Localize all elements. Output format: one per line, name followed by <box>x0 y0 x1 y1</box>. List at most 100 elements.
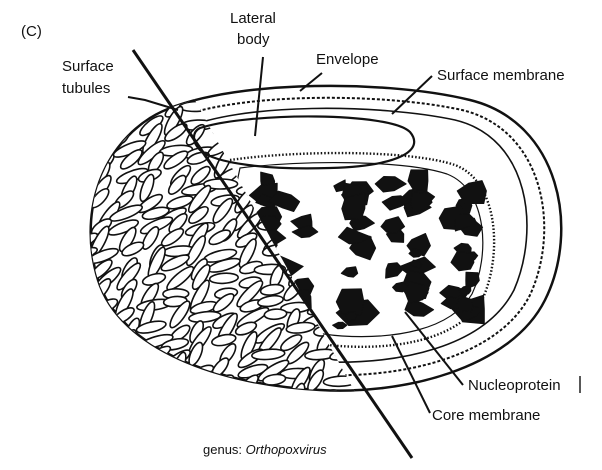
label-surface-tubules-1: Surface <box>62 58 114 75</box>
nucleoprotein-blob <box>451 252 474 271</box>
surface-tubule <box>277 143 306 153</box>
leader-lateral-body <box>255 57 263 136</box>
nucleoprotein-blob <box>408 170 428 191</box>
label-lateral-body-1: Lateral <box>230 10 276 27</box>
label-surface-tubules-2: tubules <box>62 80 110 97</box>
nucleoprotein-blob <box>341 267 357 277</box>
surface-tubule <box>353 125 377 144</box>
caption-genus: Orthopoxvirus <box>246 442 327 457</box>
surface-tubule <box>63 155 90 172</box>
nucleoprotein-blob <box>336 289 364 315</box>
surface-tubule <box>312 161 335 187</box>
label-envelope: Envelope <box>316 51 379 68</box>
surface-tubule <box>313 269 336 293</box>
surface-tubule <box>161 376 182 412</box>
surface-tubule <box>69 98 91 123</box>
surface-tubule <box>67 352 98 381</box>
surface-tubule <box>88 382 111 414</box>
surface-tubule <box>93 354 122 387</box>
leader-envelope <box>300 73 322 91</box>
surface-tubule <box>237 145 257 174</box>
surface-tubule <box>330 126 349 151</box>
surface-tubule <box>88 315 114 328</box>
label-nucleoprotein: Nucleoprotein <box>468 377 561 394</box>
nucleoprotein-blob <box>292 226 318 238</box>
surface-tubule <box>329 99 354 128</box>
surface-tubule <box>304 175 337 195</box>
surface-tubule <box>64 141 95 154</box>
surface-tubule <box>302 245 331 258</box>
surface-tubule <box>259 385 284 403</box>
surface-tubule <box>307 189 330 211</box>
surface-tubule <box>121 392 145 406</box>
surface-tubule <box>282 132 310 144</box>
leader-core-membrane <box>392 336 430 413</box>
surface-tubule <box>133 362 162 383</box>
surface-tubule <box>64 331 98 353</box>
surface-tubule <box>135 373 162 399</box>
nucleoprotein-blob <box>375 177 406 193</box>
nucleoprotein-blob <box>386 263 404 278</box>
surface-tubule <box>61 377 89 394</box>
surface-tubule <box>257 294 284 308</box>
surface-tubule <box>66 106 88 136</box>
label-surface-membrane: Surface membrane <box>437 67 565 84</box>
surface-tubule <box>284 239 311 259</box>
surface-tubule <box>59 123 92 144</box>
surface-tubule <box>83 111 116 133</box>
surface-tubule <box>111 365 145 378</box>
surface-tubule <box>69 248 89 280</box>
surface-tubule <box>69 299 94 318</box>
surface-tubule <box>91 369 118 390</box>
leader-surface-membrane <box>392 76 432 114</box>
surface-tubule <box>284 146 308 174</box>
surface-tubule <box>232 139 266 157</box>
surface-tubule <box>260 283 285 296</box>
surface-tubule <box>137 376 160 410</box>
surface-tubule <box>205 386 236 414</box>
caption: genus: Orthopoxvirus <box>203 442 327 457</box>
surface-tubule <box>92 132 119 147</box>
lateral-body-shape <box>194 116 414 168</box>
tubule-group <box>58 92 391 414</box>
surface-tubule <box>58 307 92 330</box>
surface-tubule <box>114 374 138 399</box>
surface-tubule <box>323 375 358 387</box>
surface-tubule <box>61 351 93 369</box>
surface-tubule <box>162 368 180 393</box>
surface-tubule <box>309 117 332 127</box>
label-lateral-body-2: body <box>237 31 270 48</box>
surface-tubule <box>256 100 281 129</box>
surface-tubule <box>91 103 115 116</box>
surface-tubule <box>69 193 92 217</box>
surface-tubule <box>238 381 263 408</box>
surface-tubule <box>361 138 384 161</box>
leader-nucleoprotein <box>405 312 463 385</box>
surface-tubule <box>284 181 311 193</box>
surface-tubule <box>61 280 93 305</box>
caption-prefix: genus: <box>203 442 246 457</box>
surface-tubule <box>85 320 115 344</box>
surface-tubule <box>328 390 357 409</box>
surface-tubule <box>350 109 379 142</box>
surface-tubules-layer <box>58 86 561 415</box>
surface-tubule <box>260 127 284 143</box>
surface-tubule <box>68 199 91 233</box>
surface-tubule <box>332 135 351 163</box>
surface-tubule <box>66 212 89 244</box>
surface-tubule <box>326 168 353 179</box>
surface-tubule <box>71 265 95 297</box>
surface-tubule <box>357 348 387 367</box>
surface-tubule <box>66 171 93 199</box>
surface-tubule <box>309 130 334 162</box>
nucleoprotein-blob <box>333 322 347 329</box>
panel-label: (C) <box>21 23 42 40</box>
surface-tubule <box>62 379 89 412</box>
surface-tubule <box>112 340 147 370</box>
label-core-membrane: Core membrane <box>432 407 540 424</box>
surface-tubule <box>209 272 238 284</box>
surface-tubule <box>309 277 331 314</box>
surface-tubule <box>301 250 329 279</box>
